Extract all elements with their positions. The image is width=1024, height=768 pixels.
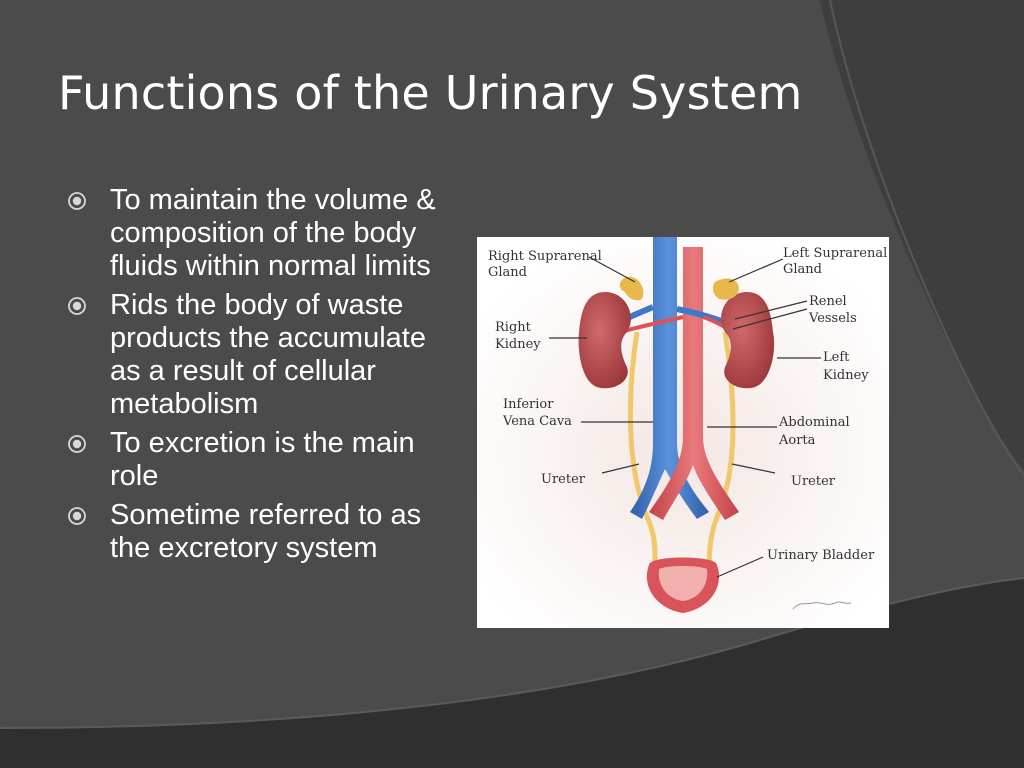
bullet-item: To maintain the volume & composition of … (66, 184, 456, 283)
circle-bullet-icon (68, 192, 86, 210)
label-abdominal: Abdominal (778, 415, 850, 430)
label-left-kidney-2: Kidney (823, 368, 869, 383)
abdominal-aorta (649, 247, 739, 520)
bladder-interior (658, 566, 708, 601)
bullet-item: To excretion is the main role (66, 427, 456, 493)
slide-title: Functions of the Urinary System (58, 66, 803, 120)
right-adrenal-gland (619, 276, 644, 301)
label-renal-vessels: Vessels (808, 311, 857, 326)
label-ureter-right: Ureter (791, 474, 836, 489)
label-left-kidney-1: Left (823, 350, 850, 365)
label-left-suprarenal: Left Suprarenal (783, 246, 887, 261)
label-right-kidney-1: Right (495, 320, 532, 335)
left-kidney (721, 292, 775, 389)
label-inferior: Inferior (503, 397, 554, 412)
circle-bullet-icon (68, 435, 86, 453)
label-right-kidney-2: Kidney (495, 337, 541, 352)
circle-bullet-icon (68, 297, 86, 315)
vena-cava (630, 237, 709, 519)
bullet-text: To maintain the volume & composition of … (110, 184, 436, 282)
right-kidney (578, 292, 631, 389)
label-renal: Renel (809, 294, 847, 309)
label-left-suprarenal-gland: Gland (783, 262, 822, 277)
label-aorta: Aorta (778, 433, 816, 448)
circle-bullet-icon (68, 507, 86, 525)
urinary-system-illustration: Right Suprarenal Gland Left Suprarenal G… (477, 237, 889, 628)
bullet-text: Sometime referred to as the excretory sy… (110, 499, 422, 564)
label-right-suprarenal: Right Suprarenal (488, 249, 602, 264)
bullet-item: Rids the body of waste products the accu… (66, 289, 456, 421)
bullet-list: To maintain the volume & composition of … (66, 184, 456, 571)
bullet-item: Sometime referred to as the excretory sy… (66, 499, 456, 565)
right-ureter (627, 331, 658, 578)
label-vena-cava: Vena Cava (502, 414, 572, 429)
label-urinary-bladder: Urinary Bladder (767, 548, 875, 563)
bullet-text: Rids the body of waste products the accu… (110, 289, 426, 420)
label-ureter-left: Ureter (541, 472, 586, 487)
label-right-suprarenal-gland: Gland (488, 265, 527, 280)
anatomy-diagram: Right Suprarenal Gland Left Suprarenal G… (477, 237, 889, 628)
left-adrenal-gland (712, 278, 739, 300)
artist-signature (792, 601, 852, 610)
bullet-text: To excretion is the main role (110, 427, 415, 492)
